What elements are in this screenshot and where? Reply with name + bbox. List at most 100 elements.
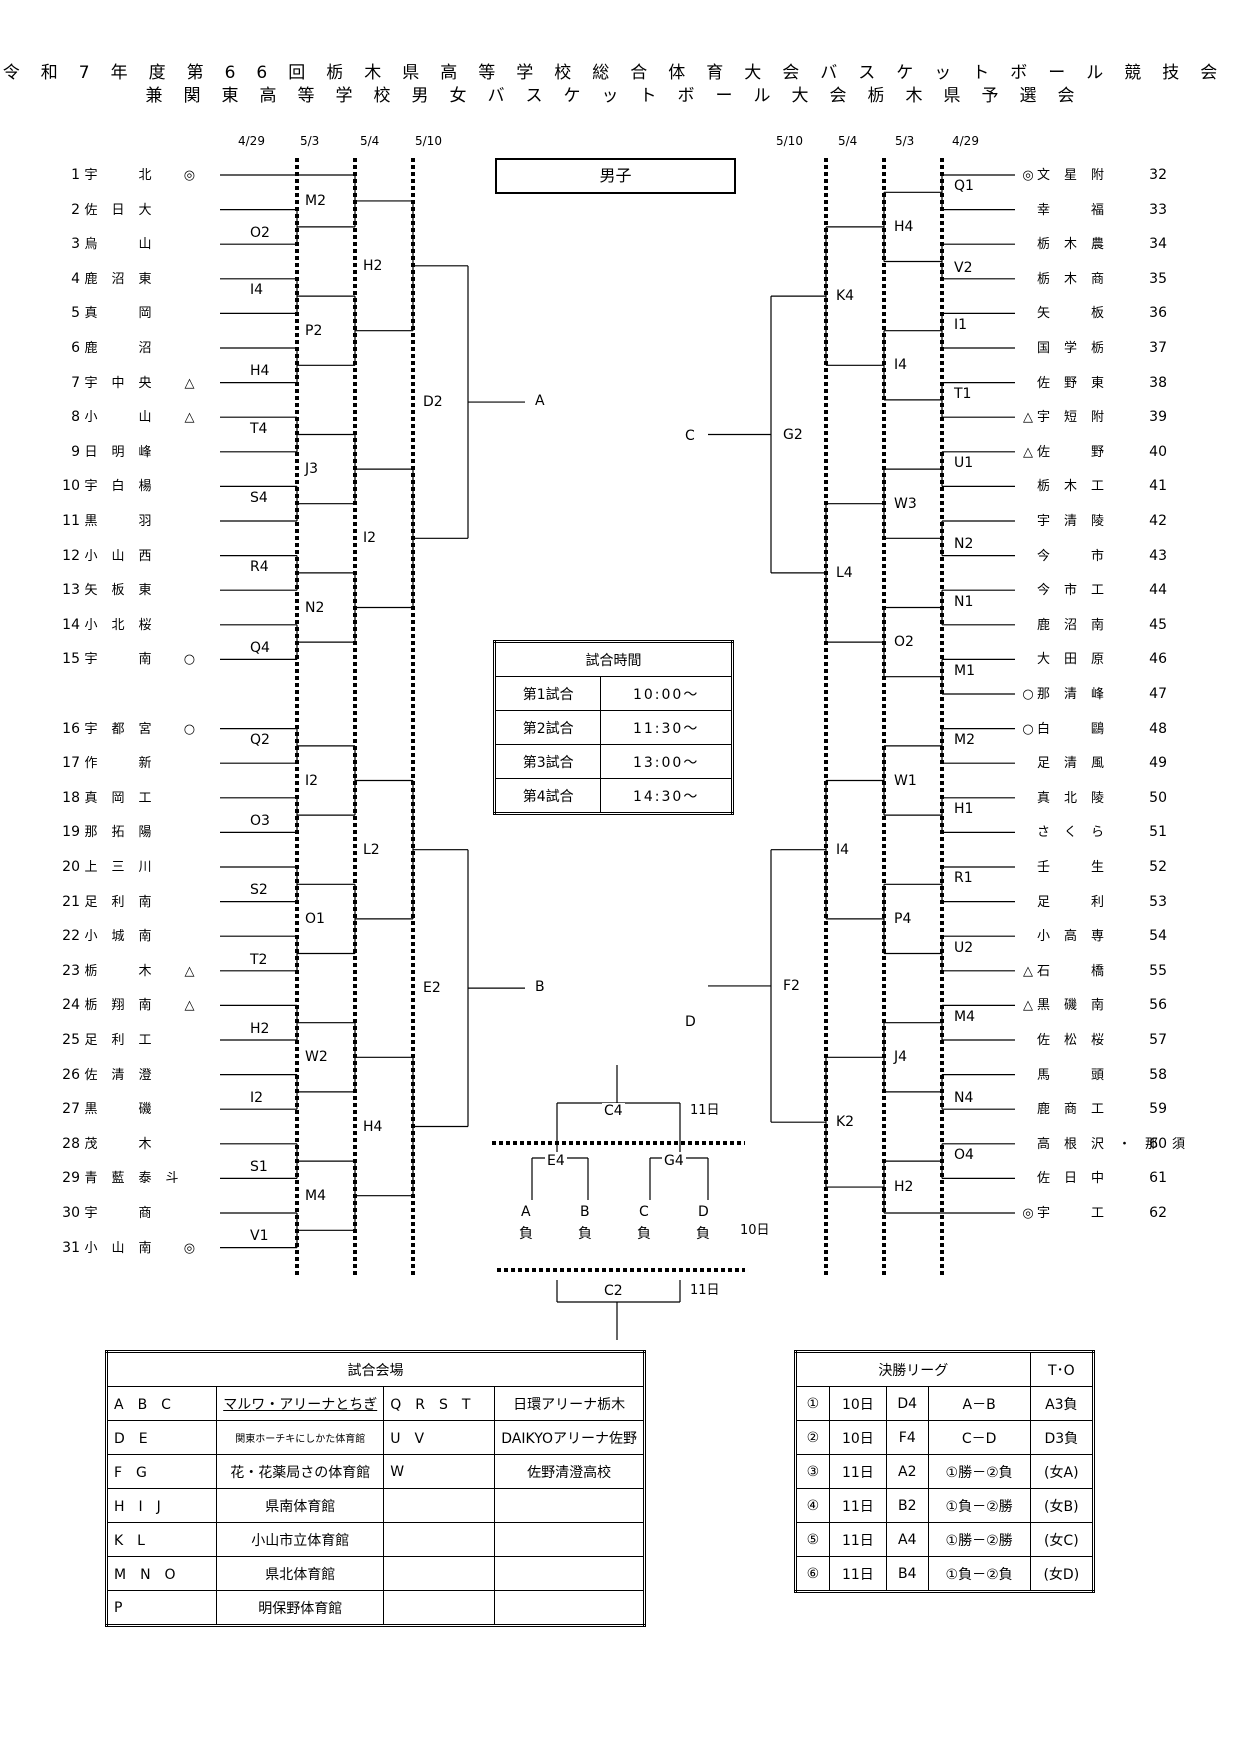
team-name: 佐日中 xyxy=(1037,1171,1119,1187)
match-label: E2 xyxy=(421,980,443,997)
seed-mark: ◎ xyxy=(1022,168,1034,183)
team-name: 那拓陽 xyxy=(84,825,166,841)
team-number: 8 xyxy=(71,409,80,426)
league-to-header: T･O xyxy=(1029,1351,1095,1387)
match-label: U2 xyxy=(952,939,976,956)
match-label: N2 xyxy=(303,599,327,616)
league-court: A2 xyxy=(885,1454,929,1489)
team-name: 高根沢・那須 xyxy=(1037,1136,1200,1152)
team-row: 19 那拓陽 xyxy=(58,822,198,842)
match-label: M4 xyxy=(303,1187,328,1204)
loser-d: D xyxy=(696,1204,711,1220)
schedule-slot: 第2試合 xyxy=(493,710,602,745)
seed-mark: △ xyxy=(1023,410,1033,426)
team-name: 真 岡 xyxy=(84,306,166,322)
league-no: ⑥ xyxy=(795,1556,830,1592)
league-to: A3負 xyxy=(1029,1386,1095,1421)
team-number: 58 xyxy=(1149,1066,1167,1083)
match-label: F2 xyxy=(781,977,802,994)
match-label: I4 xyxy=(892,357,910,374)
venue-name: 県南体育館 xyxy=(216,1488,385,1523)
match-label: W1 xyxy=(892,772,919,789)
team-row: 26 佐清澄 xyxy=(58,1065,198,1085)
team-row: 5 真 岡 xyxy=(58,303,198,323)
team-row: 6 鹿 沼 xyxy=(58,338,198,358)
schedule-time: 13:00～ xyxy=(600,744,733,779)
match-label: O2 xyxy=(892,634,916,651)
team-name: 文星附 xyxy=(1037,168,1119,183)
match-label: P4 xyxy=(892,910,914,927)
schedule-slot: 第3試合 xyxy=(493,744,602,779)
team-row: 11 黒 羽 xyxy=(58,511,198,531)
league-match: ①勝－②勝 xyxy=(927,1522,1031,1557)
league-no: ④ xyxy=(795,1488,830,1523)
team-number: 31 xyxy=(62,1239,80,1256)
team-row: 20 上三川 xyxy=(58,857,198,877)
league-day: 10日 xyxy=(828,1420,887,1455)
team-number: 35 xyxy=(1149,270,1167,287)
match-label: M4 xyxy=(952,1008,977,1025)
title-line2: 兼関東高等学校男女バスケットボール大会栃木県予選会 xyxy=(145,86,1096,106)
team-name: 小高専 xyxy=(1037,929,1119,945)
match-label: J3 xyxy=(303,461,321,478)
league-day: 11日 xyxy=(828,1488,887,1523)
match-label: S1 xyxy=(248,1159,270,1176)
team-number: 61 xyxy=(1149,1170,1167,1187)
team-number: 7 xyxy=(71,374,80,391)
match-label: I2 xyxy=(248,1089,266,1106)
final-a-label: A xyxy=(533,393,547,409)
match-label: Q4 xyxy=(248,640,272,657)
venue-courts xyxy=(383,1590,496,1626)
team-name: 烏 山 xyxy=(84,237,166,253)
loser-c: C xyxy=(637,1204,651,1220)
team-name: さくら xyxy=(1037,825,1119,841)
match-label: M2 xyxy=(303,192,328,209)
seed-mark: ○ xyxy=(1022,721,1034,737)
team-name: 幸 福 xyxy=(1037,202,1119,218)
loser-b: B xyxy=(578,1204,592,1220)
league-day: 11日 xyxy=(828,1454,887,1489)
match-label: L2 xyxy=(361,841,382,858)
team-number: 57 xyxy=(1149,1032,1167,1048)
team-row: 23 栃 木△ xyxy=(58,961,198,981)
match-label: H4 xyxy=(361,1118,385,1135)
schedule-title: 試合時間 xyxy=(494,641,733,677)
venue-courts: F G xyxy=(105,1454,218,1489)
team-number: 41 xyxy=(1149,478,1167,495)
venue-name xyxy=(494,1522,645,1557)
league-court: F4 xyxy=(885,1420,929,1455)
match-label: V2 xyxy=(952,259,975,276)
final-bottom-day: 11日 xyxy=(688,1283,722,1299)
team-number: 44 xyxy=(1149,582,1167,599)
team-name: 佐野東 xyxy=(1037,375,1119,391)
team-number: 51 xyxy=(1149,824,1167,841)
team-number: 19 xyxy=(62,824,80,841)
team-row: さくら 51 xyxy=(1019,822,1167,842)
team-number: 21 xyxy=(62,893,80,910)
venue-courts: P xyxy=(105,1590,218,1626)
team-row: 10 宇白楊 xyxy=(58,476,198,496)
team-row: 1 宇 北◎ xyxy=(58,165,198,185)
team-name: 茂 木 xyxy=(84,1136,166,1152)
gender-box: 男子 xyxy=(495,158,736,194)
team-name: 足利南 xyxy=(84,894,166,910)
team-name: 黒 磯 xyxy=(84,1102,166,1118)
final-g-match: G4 xyxy=(662,1153,686,1169)
team-number: 12 xyxy=(62,547,80,564)
team-name: 佐日大 xyxy=(84,202,166,218)
team-number: 47 xyxy=(1149,686,1167,702)
team-name: 今 市 xyxy=(1037,548,1119,564)
team-name: 宇清陵 xyxy=(1037,514,1119,529)
team-name: 宇 南 xyxy=(84,652,166,668)
date-right-r4: 5/10 xyxy=(776,134,803,148)
